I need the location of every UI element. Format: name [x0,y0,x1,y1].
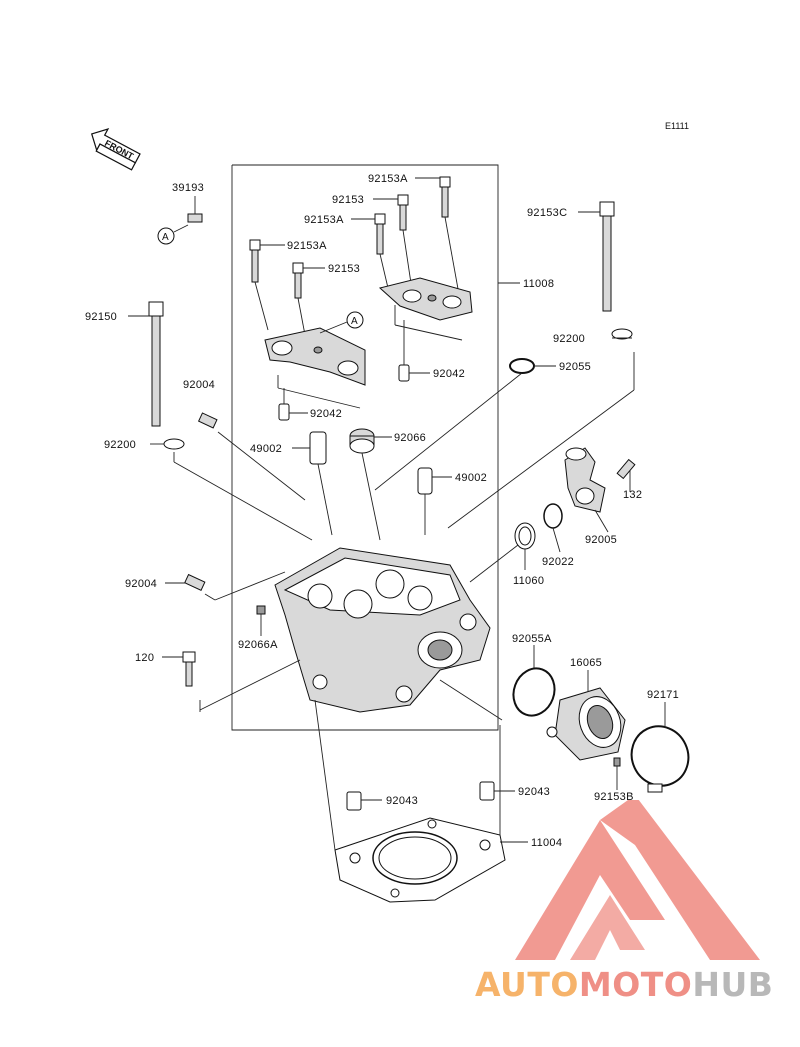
label-92042-right: 92042 [433,368,465,380]
group-bracket [231,164,499,731]
label-92153B: 92153B [594,791,634,803]
wordmark-auto: AUTO [475,965,579,1004]
label-92200-left: 92200 [104,439,136,451]
label-92022: 92022 [542,556,574,568]
cylinder-head-main [274,547,491,713]
front-arrow-icon: FRONT [90,128,141,171]
label-11008: 11008 [523,278,554,290]
label-92004-bottom: 92004 [125,578,157,590]
bolt-132 [616,458,636,480]
diagram-code: E1111 [665,121,689,131]
label-92200-right: 92200 [553,333,585,345]
label-132: 132 [623,489,642,501]
screw-92153B [613,757,621,790]
label-92171: 92171 [647,689,679,701]
label-92153A-top: 92153A [368,173,408,185]
callout-a-left: A [157,224,189,245]
automotohub-logo [515,800,760,960]
label-92150: 92150 [85,311,117,323]
label-11060: 11060 [513,575,544,587]
bolt-92150 [148,301,313,541]
head-gasket-11004 [314,699,506,903]
camshaft-cap-right [378,277,473,321]
label-39193: 39193 [172,182,204,194]
label-49002-left: 49002 [250,443,282,455]
label-11004: 11004 [531,837,562,849]
valve-guide-49002-right [417,467,433,535]
svg-text:A: A [162,232,169,243]
dowel-92042-left [278,388,290,421]
seal-11060 [469,522,536,583]
bolt-120 [182,651,301,712]
label-92004-top: 92004 [183,379,215,391]
svg-text:A: A [351,316,358,327]
label-49002-right: 49002 [455,472,487,484]
intake-joint-16065 [546,670,626,761]
label-92153-b: 92153 [328,263,360,275]
dowel-92042-right [398,320,410,382]
water-outlet-92005 [564,447,606,513]
label-92055A: 92055A [512,633,552,645]
plug-92066A [256,605,266,615]
bolt-92153-b [292,262,306,336]
label-92153C: 92153C [527,207,567,219]
bolt-92153A-top [439,176,461,301]
dowel-92043-right [479,781,495,801]
valve-guide-49002-left [309,431,333,536]
bolt-39193 [187,196,203,223]
label-92066: 92066 [394,432,426,444]
label-92043-right: 92043 [518,786,550,798]
label-92043-left: 92043 [386,795,418,807]
bolt-92153A-mid [374,213,389,289]
seal-92066 [349,428,381,541]
dowel-92043-left [346,791,362,811]
plug-92004-bottom [184,571,286,601]
label-92042-left: 92042 [310,408,342,420]
wordmark-moto: MOTO [578,965,693,1004]
bolt-92153A-left [249,239,269,331]
label-120: 120 [135,652,154,664]
label-92066A: 92066A [238,639,278,651]
o-ring-92022 [543,503,563,529]
bolt-92153C [447,201,635,529]
label-92153A-mid: 92153A [304,214,344,226]
plug-92004-top [197,412,306,501]
callout-a-upper: A [319,311,364,334]
automotohub-wordmark: AUTOMOTOHUB [475,965,773,1004]
label-92055: 92055 [559,361,591,373]
bolt-92153-a [397,194,413,291]
label-92153-a: 92153 [332,194,364,206]
wordmark-hub: HUB [692,965,774,1004]
o-ring-92055A [439,645,556,721]
label-92005: 92005 [585,534,617,546]
clamp-92171 [630,702,690,793]
camshaft-cap-left [264,327,366,386]
label-92153A-left: 92153A [287,240,327,252]
label-16065: 16065 [570,657,602,669]
